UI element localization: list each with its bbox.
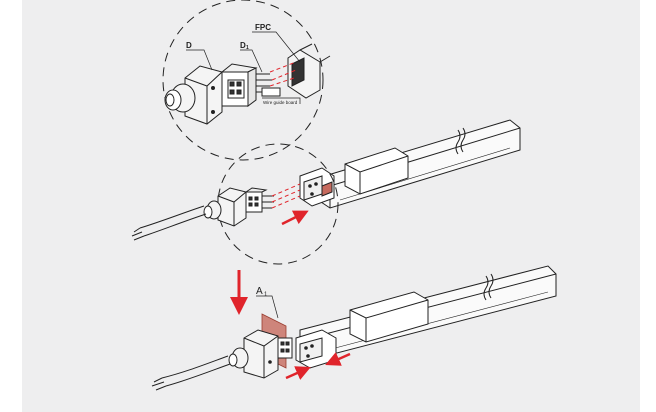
rail-assembly-open <box>299 119 521 209</box>
label-connector: D <box>186 41 192 50</box>
fpc-detail <box>287 43 331 99</box>
label-terminal-subscript: 1 <box>246 45 249 51</box>
label-wire-guide-board: Wire guide board <box>263 100 298 105</box>
connector-open <box>203 187 274 227</box>
detail-view: D D 1 FPC Wire guide board <box>162 0 331 161</box>
label-terminal: D <box>240 41 246 50</box>
insert-arrow-bottom-left <box>325 352 351 366</box>
insert-arrow-middle <box>281 210 309 226</box>
rail-assembly-closed <box>295 265 557 369</box>
insert-arrow-bottom-right <box>285 366 311 380</box>
connector-closed <box>228 329 293 379</box>
label-fpc: FPC <box>255 23 271 32</box>
label-position: A <box>256 286 263 297</box>
cable-open <box>131 205 207 241</box>
label-position-subscript: 1 <box>264 292 268 298</box>
cable-closed <box>151 355 231 391</box>
connector-detail <box>164 63 281 125</box>
detail-circle <box>162 0 324 161</box>
